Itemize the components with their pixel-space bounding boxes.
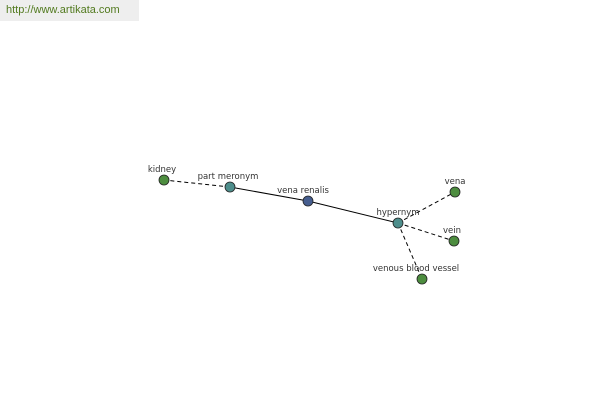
label-relation-hypernym: hypernym [376,208,419,218]
node-relation-part-meronym[interactable] [224,181,236,193]
node-relation-hypernym[interactable] [392,217,404,229]
edge-hypernym-vena [397,191,456,224]
label-term-vein: vein [443,226,461,236]
node-term-vein[interactable] [448,235,460,247]
source-link[interactable]: http://www.artikata.com [6,4,120,16]
edge-hypernym-vein [397,222,455,242]
label-term-vena: vena [445,177,466,187]
edge-focus-hypernym [307,200,399,224]
node-focus[interactable] [302,195,314,207]
label-relation-part-meronym: part meronym [198,172,259,182]
edge-hypernym-venous-blood-vessel [397,222,423,280]
node-term-kidney[interactable] [158,174,170,186]
label-term-venous-blood-vessel: venous blood vessel [373,264,459,274]
edge-focus-part-meronym [229,186,309,202]
url-bar: http://www.artikata.com [0,0,139,21]
node-term-vena[interactable] [449,186,461,198]
label-term-kidney: kidney [148,165,176,175]
label-focus: vena renalis [277,186,329,196]
node-term-venous-blood-vessel[interactable] [416,273,428,285]
